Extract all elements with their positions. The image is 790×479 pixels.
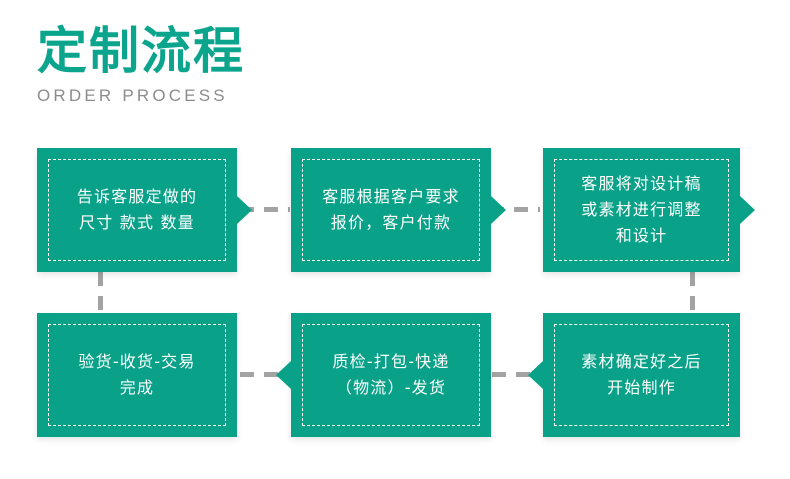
step-3-label: 客服将对设计稿 或素材进行调整 和设计 xyxy=(581,174,702,245)
flow-step-6[interactable]: 验货-收货-交易 完成 xyxy=(37,313,237,437)
header-block: 定制流程 ORDER PROCESS xyxy=(37,22,537,106)
connector-step1-step2 xyxy=(240,207,290,212)
step-5-arrow-left-icon xyxy=(276,361,291,389)
step-3-arrow-right-icon xyxy=(740,196,755,224)
flow-step-5[interactable]: 质检-打包-快递 （物流）-发货 xyxy=(276,313,491,437)
flow-step-1[interactable]: 告诉客服定做的 尺寸 款式 数量 xyxy=(37,148,252,272)
connector-step6-step1 xyxy=(98,272,103,313)
connector-step3-step4 xyxy=(690,272,695,313)
page-subtitle: ORDER PROCESS xyxy=(37,86,228,105)
flow-step-2[interactable]: 客服根据客户要求 报价，客户付款 xyxy=(291,148,506,272)
step-4-arrow-left-icon xyxy=(528,361,543,389)
step-1-inner-border xyxy=(48,159,226,261)
step-1-label: 告诉客服定做的 尺寸 款式 数量 xyxy=(76,187,198,232)
connector-step2-step3 xyxy=(490,207,540,212)
step-4-label: 素材确定好之后 开始制作 xyxy=(581,352,702,397)
step-2-inner-border xyxy=(302,159,480,261)
step-6-label: 验货-收货-交易 完成 xyxy=(78,352,196,397)
flow-step-4[interactable]: 素材确定好之后 开始制作 xyxy=(528,313,740,437)
step-5-label: 质检-打包-快递 （物流）-发货 xyxy=(332,352,450,397)
page-title: 定制流程 xyxy=(37,22,245,80)
step-2-label: 客服根据客户要求 报价，客户付款 xyxy=(322,187,460,232)
step-4-inner-border xyxy=(554,324,729,426)
step-5-inner-border xyxy=(302,324,480,426)
flow-step-3[interactable]: 客服将对设计稿 或素材进行调整 和设计 xyxy=(543,148,755,272)
step-2-arrow-right-icon xyxy=(491,196,506,224)
step-3-inner-border xyxy=(554,159,729,261)
connector-step4-step5 xyxy=(492,372,542,377)
step-6-inner-border xyxy=(48,324,226,426)
step-1-arrow-right-icon xyxy=(237,196,252,224)
connector-step5-step6 xyxy=(240,372,290,377)
